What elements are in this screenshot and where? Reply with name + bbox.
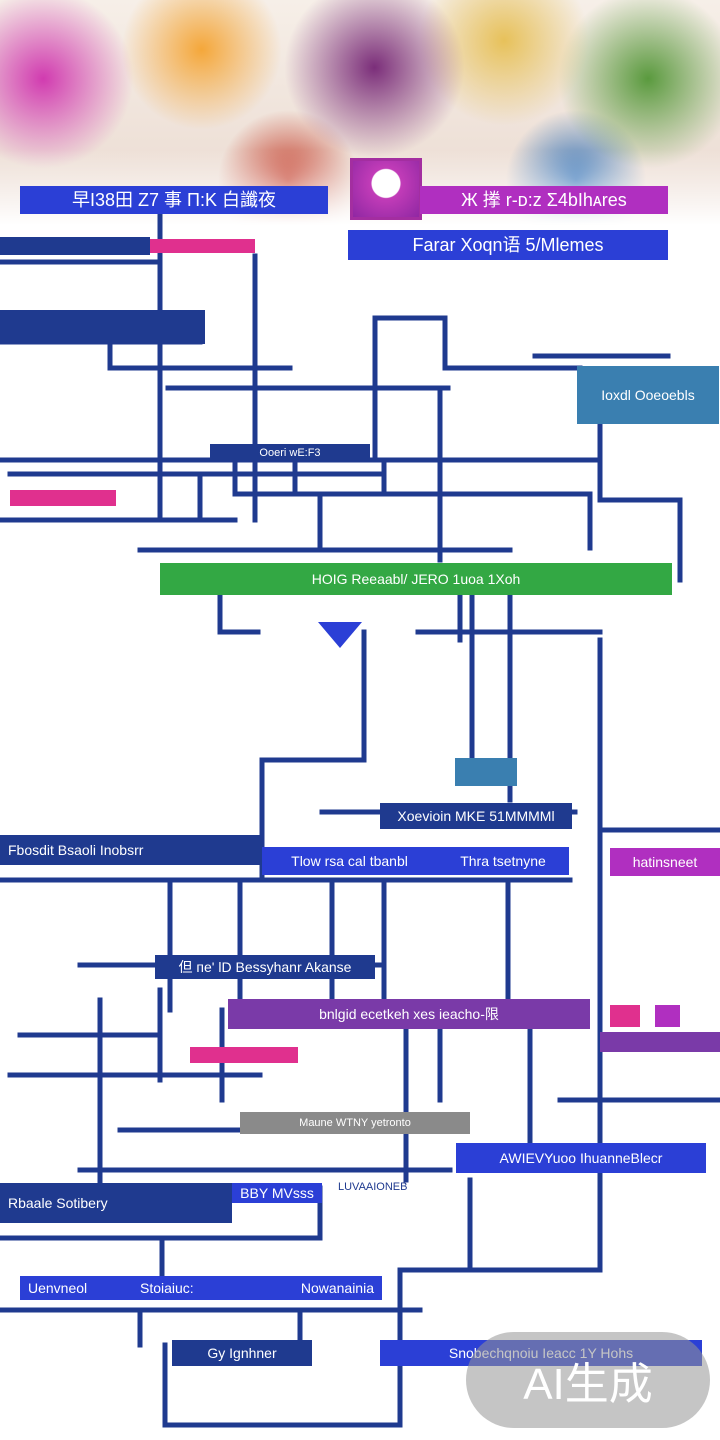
node-last-left: Gy Ignhner <box>172 1340 312 1366</box>
connector-line <box>217 592 261 635</box>
connector-line <box>259 629 367 883</box>
bar-block <box>610 1005 640 1027</box>
node-small-blue: BBY MVsss <box>232 1183 322 1203</box>
node-bottom-mid: Stoiaiuc: <box>132 1276 282 1300</box>
node-ank: 但 пe' lD Bessyhanr Akanse <box>155 955 375 979</box>
node-row-center: Tlow rsa cal tbanbl <box>262 847 437 875</box>
down-arrow-icon <box>318 622 362 648</box>
connector-line <box>372 315 448 371</box>
node-right-blue: AWIEVYuoo IhuanneBlecr <box>456 1143 706 1173</box>
bar-block <box>190 1047 298 1063</box>
header-left-title: 早I38田 Z7 事 П:Κ 白讖夜 <box>20 186 328 214</box>
node-gray-row: Maune WTNY yetronto <box>240 1112 470 1134</box>
watermark-badge: AI生成 <box>466 1332 710 1428</box>
node-row-left: Fbosdit Bsaoli Inobsrr <box>0 835 262 865</box>
node-left-story: Rbaale Sotibery <box>0 1183 232 1223</box>
connector-line <box>232 457 323 551</box>
bar-block <box>0 330 205 344</box>
node-midright: Xoevioin MKE 51MMMMl <box>380 803 572 829</box>
thumbnail-image <box>350 158 422 220</box>
connector-line <box>107 331 293 371</box>
small-image <box>455 758 517 786</box>
node-bottom-right: Nowanainia <box>282 1276 382 1300</box>
node-bar-left: Ooeri wE:F3 <box>210 444 370 462</box>
node-green-bar: HOIG Reeaabl/ JERO 1uoa 1Xoh <box>160 563 672 595</box>
bar-block <box>600 1032 720 1052</box>
bar-block <box>0 237 150 255</box>
stat-text: LUVAAIONEB <box>338 1180 408 1193</box>
node-row-far-right: hatinsneet <box>610 848 720 876</box>
node-bottom-left: Uenvneol <box>20 1276 132 1300</box>
bar-block <box>655 1005 680 1027</box>
bar-block <box>10 490 116 506</box>
header-subtitle: Farar Xoqn语 5/Mlemes <box>348 230 668 260</box>
node-top-right: Ioxdl Ooeoebls <box>577 366 719 424</box>
node-purple-bar: bnlgid ecetkeh xes ieacho-限 <box>228 999 590 1029</box>
header-right-title: Ж 搼 r-ᴅ:ᴢ Σ4bIhᴀres <box>420 186 668 214</box>
bar-block <box>0 310 205 330</box>
bar-block <box>150 239 255 253</box>
connector-line <box>397 1157 603 1273</box>
node-row-right: Thra tsetnyne <box>437 847 569 875</box>
connector-line <box>597 417 683 583</box>
connector-line <box>0 1185 323 1241</box>
